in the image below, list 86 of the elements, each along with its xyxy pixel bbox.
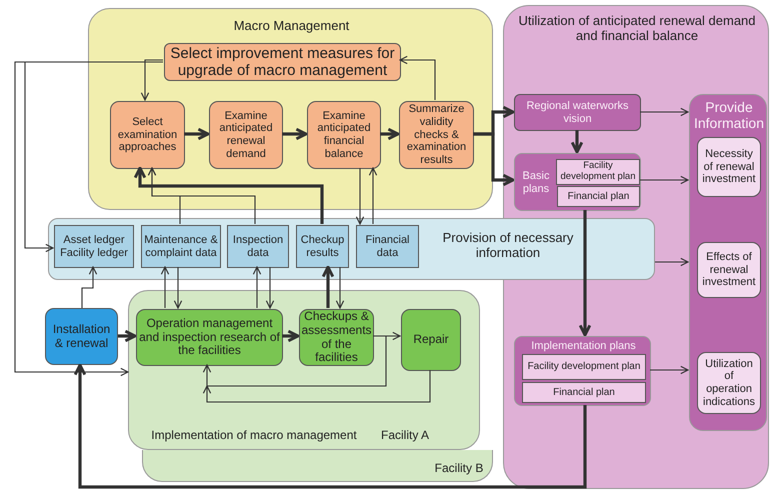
data-box [557,186,640,207]
group-title: Implementation plans [530,340,637,353]
box-label: Checkups & assessments of the facilities [302,310,372,366]
arrow [655,258,689,266]
arrow [202,336,387,387]
process-box [697,242,761,298]
arrow [160,266,170,308]
box-label: Summarize validity checks & examination results [406,103,468,167]
box-label: Select examination approaches [116,116,178,154]
box-label: Installation & renewal [52,322,112,350]
group-panel [142,450,493,482]
data-box [227,225,289,268]
group-panel [514,153,641,211]
group-panel [514,336,651,406]
process-box [697,352,761,414]
arrow [252,266,262,308]
group-title: Implementation of macro management [150,429,358,443]
box-label: Examine anticipated financial balance [316,110,372,160]
arrow [640,108,689,116]
group-panel [88,8,493,210]
arrow [578,210,592,336]
box-label: Inspection data [232,234,284,260]
arrow [184,128,210,140]
box-label: Utilization of operation indications [702,358,756,408]
process-box [401,309,461,371]
box-label: Select improvement measures for upgrade of macro management [169,44,396,80]
box-label: Repair [413,333,449,347]
data-box [54,225,134,268]
arrow [322,266,334,308]
arrow [356,168,364,225]
process-box [110,101,185,169]
arrow [134,166,324,224]
arrow [336,267,344,309]
arrow [174,267,182,309]
process-box [399,101,474,169]
box-label: Regional waterworks vision [525,100,630,126]
box-label: Financial data [364,234,411,260]
box-label: Financial plan [553,386,615,398]
arrow [570,130,584,154]
box-label: Financial plan [568,190,630,202]
group-title: Utilization of anticipated renewal demand and financial balance [517,14,757,44]
process-box [307,101,381,169]
group-panel [48,218,655,280]
group-panel [689,94,767,431]
arrow [74,364,587,489]
group-panel [128,290,480,450]
data-box [356,225,419,268]
process-box [209,101,283,169]
group-title: Facility A [380,429,430,443]
arrow [282,330,300,342]
box-label: Facility development plan [560,161,636,183]
arrow [81,266,98,308]
data-box [522,354,646,380]
box-label: Examine anticipated renewal demand [218,110,274,160]
group-title: Basic plans [522,170,550,196]
arrow [650,366,689,374]
data-box [522,382,646,403]
data-box [141,225,221,268]
box-label: Maintenance & complaint data [144,234,218,260]
box-label: Effects of renewal investment [701,251,757,289]
arrow [373,332,401,340]
arrow [202,370,431,403]
process-box [45,308,118,365]
process-box [697,137,761,197]
process-box [514,94,641,131]
arrow [399,56,436,100]
group-title: Provision of necessary information [442,231,574,261]
arrow [380,128,400,140]
box-label: Operation management and inspection research of the facilities [139,316,280,358]
arrow [266,267,274,309]
box-label: Asset ledger Facility ledger [59,234,129,260]
process-box [136,309,283,366]
arrow [118,330,136,342]
arrow [282,128,308,140]
data-box [296,225,349,268]
arrow [640,176,689,184]
box-label: Necessity of renewal investment [701,148,757,186]
arrow [148,167,256,224]
arrow [140,59,163,101]
group-title: Provide Information [692,99,766,132]
group-title: Facility B [434,462,484,476]
box-label: Facility development plan [528,361,640,373]
box-label: Checkup results [300,234,346,260]
group-title: Macro Management [232,19,350,34]
arrow [473,132,514,186]
arrow [368,167,378,224]
